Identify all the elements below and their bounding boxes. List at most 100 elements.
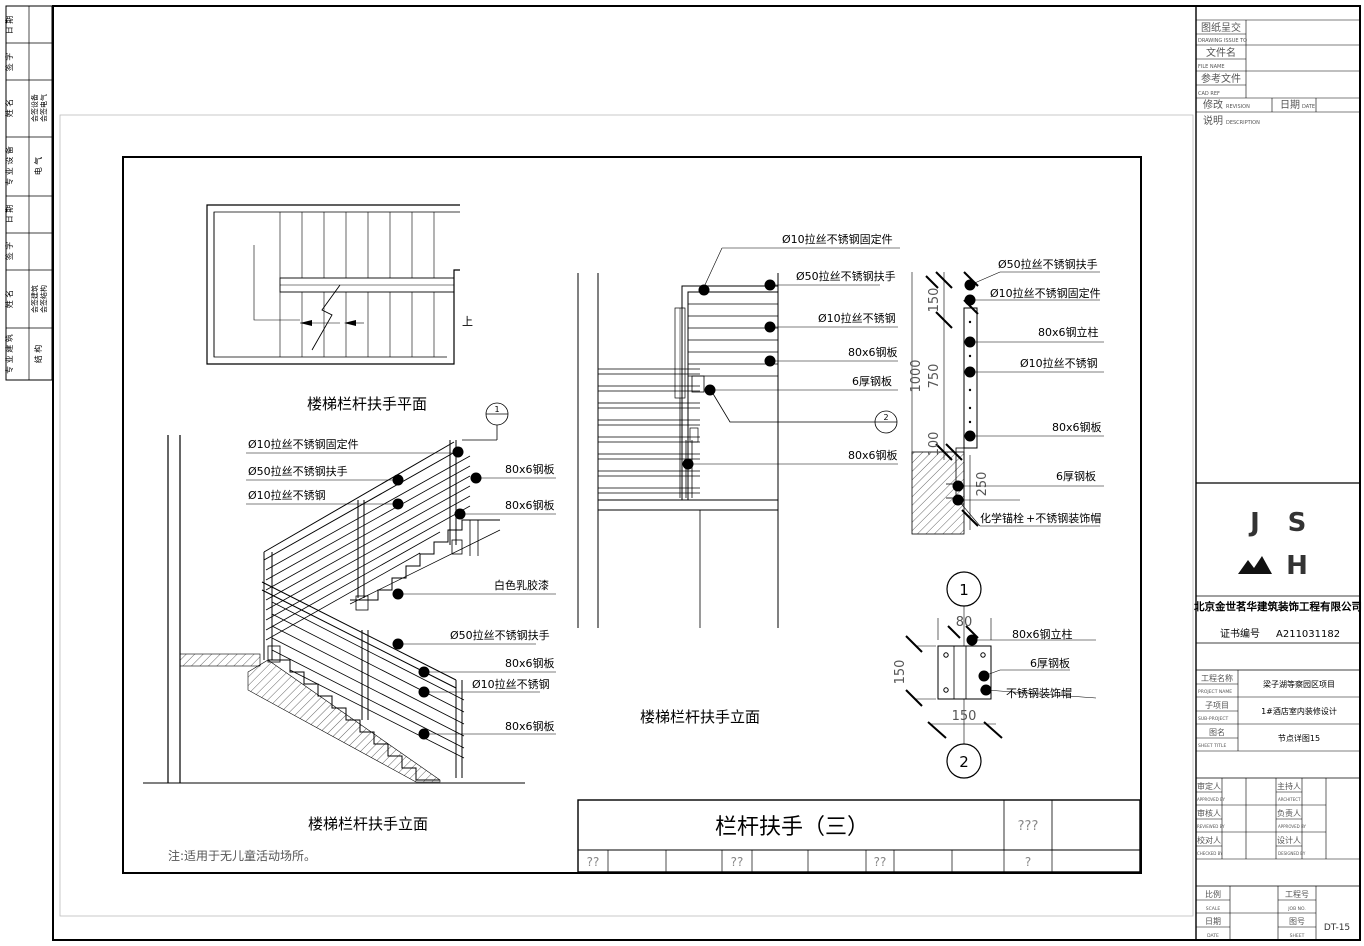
right-elevation-leaders xyxy=(688,247,900,465)
strip-side-label: 会签设备 xyxy=(30,94,39,122)
callout-label: Ø50拉丝不锈钢扶手 xyxy=(796,269,896,283)
logo-letter: S xyxy=(1288,508,1307,538)
callout-label: +不锈钢装饰帽 xyxy=(1026,511,1101,525)
logo-mountain-mark xyxy=(1238,556,1272,574)
tb-row-cn: 文件名 xyxy=(1206,46,1236,59)
project-info: 工程名称 PROJECT NAME 梁子湖等察园区项目 子项目 SUB-PROJ… xyxy=(1198,673,1337,749)
section-callout-dots xyxy=(952,279,976,506)
strip-row-label: 姓 名 xyxy=(4,99,14,118)
tb-row-en: CAD REF xyxy=(1198,91,1220,97)
section-ref-marker xyxy=(462,402,509,441)
strip-row-label: 专 业 设 备 xyxy=(4,146,14,186)
signoff-en: CHECKED BY xyxy=(1197,851,1223,856)
strip-side-label: 结 构 xyxy=(33,345,43,364)
stair-elevation-left xyxy=(143,435,525,784)
base-plate-dimensions: 80 150 150 xyxy=(893,615,976,724)
project-value: 梁子湖等察园区项目 xyxy=(1263,679,1335,689)
strip-side-label: 会签电气 xyxy=(39,94,48,122)
logo-letter: H xyxy=(1286,551,1308,581)
section-ref-number: 2 xyxy=(883,413,888,422)
base-plate-detail xyxy=(905,571,1003,779)
tb-date-en: DATE xyxy=(1302,104,1315,110)
dim-label: 150 xyxy=(927,288,942,313)
dim-label: 100 xyxy=(927,432,942,457)
project-field-en: PROJECT NAME xyxy=(1198,689,1232,695)
dim-label: 250 xyxy=(975,472,990,497)
strip-row-label: 日 期 xyxy=(5,205,14,224)
base-plate-callout-dots xyxy=(966,634,992,696)
tb-date-cn: 日期 xyxy=(1280,99,1300,111)
callout-label: Ø10拉丝不锈钢 xyxy=(818,311,896,325)
dim-label: 150 xyxy=(952,709,977,724)
callout-label: 80x6钢立柱 xyxy=(1038,325,1099,339)
dim-label: 80 xyxy=(956,615,973,630)
drawing-frame xyxy=(122,156,1142,874)
stair-elevation-right xyxy=(577,273,779,628)
callout-label: 不锈钢装饰帽 xyxy=(1006,686,1072,700)
signoff-cn: 校对人 xyxy=(1197,835,1221,845)
project-field-cn: 工程名称 xyxy=(1201,673,1233,683)
project-value: 节点详图15 xyxy=(1278,733,1320,743)
title-block xyxy=(1195,5,1361,941)
tb-row-en: FILE NAME xyxy=(1198,64,1225,70)
strip-side-label: 会签建筑 xyxy=(30,285,39,313)
drawing-note: 注:适用于无儿童活动场所。 xyxy=(168,848,316,863)
section-ref-number: 2 xyxy=(959,753,969,771)
section-ref-number: 1 xyxy=(494,405,499,414)
project-field-en: SUB-PROJECT xyxy=(1198,716,1229,722)
base-plate-labels: 80x6钢立柱 6厚钢板 不锈钢装饰帽 xyxy=(1006,627,1073,700)
footer-cn2: 工程号 xyxy=(1285,890,1309,899)
title-placeholder: ??? xyxy=(1018,819,1039,834)
tb-row-cn: 参考文件 xyxy=(1201,72,1241,85)
callout-label: Ø10拉丝不锈钢固定件 xyxy=(990,286,1101,300)
title-block-header-rows: 图纸呈交 DRAWING ISSUE TO 文件名 FILE NAME 参考文件… xyxy=(1198,21,1315,127)
section-ref-number: 1 xyxy=(959,581,969,599)
footer-cn: 日期 xyxy=(1205,917,1221,926)
left-elevation-leaders xyxy=(246,451,556,735)
plan-view-title: 楼梯栏杆扶手平面 xyxy=(307,395,427,413)
callout-label: 80x6钢板 xyxy=(505,498,555,512)
stair-plan-view xyxy=(206,204,460,365)
signoff-en: REVIEWED BY xyxy=(1197,824,1225,829)
tb-desc-cn: 说明 xyxy=(1203,114,1223,127)
callout-label: Ø50拉丝不锈钢扶手 xyxy=(450,628,550,642)
strip-row-label: 日 期 xyxy=(5,16,14,35)
right-elevation-callout-dots xyxy=(682,279,776,470)
signoff-cn2: 设计人 xyxy=(1277,835,1301,845)
signoff-cn: 审定人 xyxy=(1197,781,1221,791)
drawing-title: 栏杆扶手（三） xyxy=(715,815,869,840)
callout-label: 80x6钢板 xyxy=(1052,420,1102,434)
left-elevation-callout-dots xyxy=(392,446,482,740)
signoff-en2: ARCHITECT xyxy=(1278,797,1301,802)
title-cell: ?? xyxy=(731,855,744,869)
section-leaders xyxy=(957,271,1104,527)
right-elevation-labels: Ø10拉丝不锈钢固定件 Ø50拉丝不锈钢扶手 Ø10拉丝不锈钢 80x6钢板 6… xyxy=(782,232,898,462)
signoff-table: 审定人 APPROVED BY 主持人 ARCHITECT 审核人 REVIEW… xyxy=(1197,781,1307,856)
callout-label: 6厚钢板 xyxy=(1030,656,1070,670)
left-elevation-labels: Ø10拉丝不锈钢固定件 Ø50拉丝不锈钢扶手 Ø10拉丝不锈钢 80x6钢板 8… xyxy=(248,437,555,733)
dim-label: 150 xyxy=(893,660,908,685)
strip-row-label: 专 业 建 筑 xyxy=(4,334,14,374)
callout-label: Ø10拉丝不锈钢固定件 xyxy=(248,437,359,451)
footer-en: SCALE xyxy=(1206,906,1221,912)
tb-row-en: DRAWING ISSUE TO xyxy=(1198,38,1247,44)
title-block-footer: 比例 SCALE 工程号 JOB NO. 日期 DATE 图号 SHEET xyxy=(1205,889,1309,939)
callout-label: 80x6钢板 xyxy=(505,719,555,733)
project-field-cn: 图名 xyxy=(1209,727,1225,737)
signoff-en: APPROVED BY xyxy=(1197,797,1226,802)
section-dimensions: 150 1000 750 100 250 xyxy=(909,288,990,497)
signoff-cn2: 负责人 xyxy=(1277,808,1301,818)
strip-row-label: 姓 名 xyxy=(4,290,14,309)
signoff-cn: 审核人 xyxy=(1197,808,1221,818)
left-elevation-title: 楼梯栏杆扶手立面 xyxy=(308,815,428,833)
strip-side-label: 电 气 xyxy=(33,157,43,176)
tb-row-cn: 修改 xyxy=(1203,98,1223,111)
drawing-title-bar xyxy=(577,799,1141,873)
dim-label: 750 xyxy=(927,364,942,389)
project-field-en: SHEET TITLE xyxy=(1198,743,1226,749)
inner-trim-frame xyxy=(59,114,1194,917)
company-name: 北京金世茗华建筑装饰工程有限公司 xyxy=(1194,600,1362,613)
left-countersign-strip: 日 期 签 字 姓 名 专 业 设 备 日 期 签 字 姓 名 专 业 建 筑 … xyxy=(4,5,53,381)
cert-number: A211031182 xyxy=(1276,629,1340,640)
